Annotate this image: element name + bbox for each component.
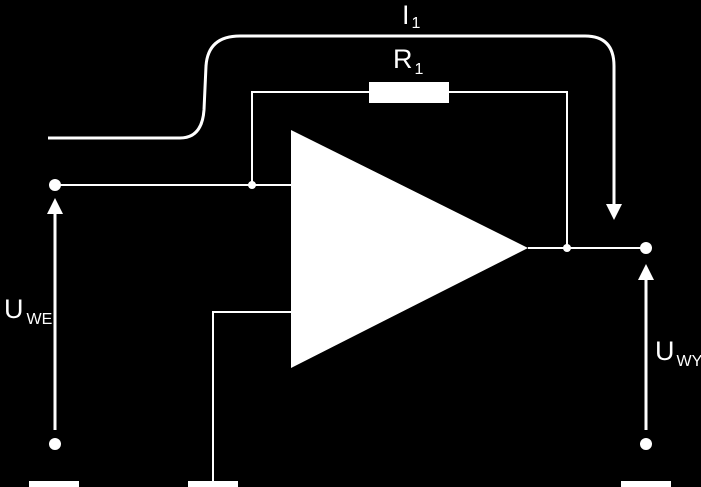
input-ground-terminal: [49, 438, 61, 450]
output-voltage-arrowhead: [638, 264, 654, 280]
feedback-wire: [251, 91, 369, 185]
ground-bar-input: [29, 481, 79, 487]
current-path: [48, 34, 616, 205]
junction-dot-output: [563, 244, 571, 252]
op-amp: [291, 130, 528, 368]
ground-bar-opamp: [188, 481, 238, 487]
ground-bar-output: [621, 481, 671, 487]
current-arrowhead: [606, 204, 622, 220]
junction-dot-input: [248, 181, 256, 189]
input-terminal: [49, 179, 61, 191]
input-voltage-arrowhead: [47, 198, 63, 214]
non-inverting-input-wire: [212, 311, 291, 481]
output-terminal: [640, 242, 652, 254]
output-ground-terminal: [640, 438, 652, 450]
feedback-wire-output-side: [449, 91, 568, 248]
resistor-r1: [369, 82, 449, 103]
